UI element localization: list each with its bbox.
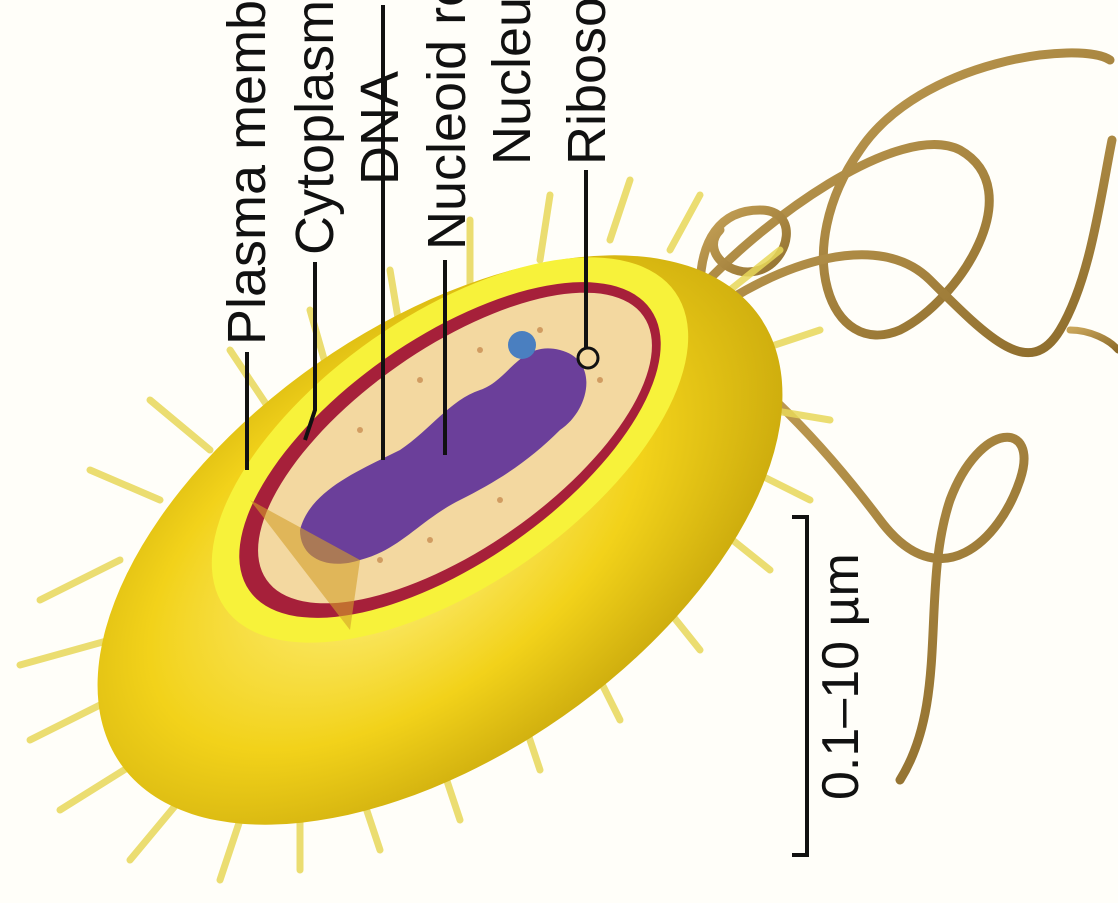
flagellum-5 (1070, 330, 1118, 350)
flagellum-1 (690, 53, 1110, 335)
label-dna: DNA (350, 71, 410, 185)
nucleus-region-dot (508, 331, 536, 359)
label-nucleoid: Nucleoid reg (417, 0, 477, 250)
scale-label: 0.1–10 µm (812, 553, 870, 800)
label-cytoplasm: Cytoplasm (285, 0, 345, 255)
label-nucleus: Nucleu (482, 0, 542, 165)
label-ribosome: Ribosom (557, 0, 617, 165)
scale-bar (792, 517, 807, 855)
label-plasma-membrane: Plasma membr (217, 0, 277, 345)
